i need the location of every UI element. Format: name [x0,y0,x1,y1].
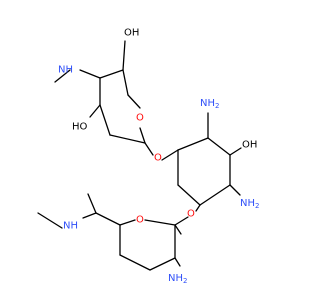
ring-oxygen-label: O [136,215,144,226]
amino-text: NH [240,198,255,209]
bond [54,69,71,83]
bond [177,184,201,206]
bond [144,219,176,226]
bonds [37,40,242,271]
bond [174,224,182,235]
methylamine-label: NH [58,65,73,76]
amino-label: NH2 [168,273,187,286]
bond [195,204,201,212]
amino-label: NH2 [200,98,219,111]
bond [174,216,189,226]
methylamine-label: NH [63,221,78,232]
hydroxyl-label: HO [72,122,88,133]
molecule-diagram: OH NH O HO NH2 O OH NH2 O O NH NH2 [37,28,259,286]
amino-label: NH2 [240,198,259,211]
bond [82,212,97,219]
bond [139,127,146,144]
bond [199,184,231,206]
ring-oxygen-label: O [136,113,144,124]
amino-text: NH [168,273,183,284]
bond [229,147,242,156]
structure-svg: OH NH O HO NH2 O OH NH2 O O NH NH2 [37,28,259,286]
bond [122,40,126,71]
hydroxyl-label: OH [124,28,139,39]
amino-subscript: 2 [255,202,259,210]
bond [119,254,151,271]
bond [144,142,154,156]
hydroxyl-label: OH [242,140,257,151]
amino-subscript: 2 [183,277,187,285]
bond [229,184,241,196]
glycosidic-oxygen-label: O [154,153,162,164]
bond [207,137,231,156]
amino-text: NH [200,98,215,109]
bond [119,219,136,226]
atom-labels: OH NH O HO NH2 O OH NH2 O O NH NH2 [58,28,259,286]
bond [87,193,97,214]
bond [177,137,209,151]
glycosidic-oxygen-label: O [187,209,195,220]
bond [79,69,101,79]
bond [149,257,176,271]
bond [89,104,101,118]
bond [109,134,146,144]
bond [122,69,129,96]
bond [99,104,111,136]
bond [37,212,63,229]
bond [99,69,124,79]
bond [95,212,121,226]
amino-subscript: 2 [215,102,219,110]
bond [161,149,179,161]
bond [174,257,181,267]
bond [127,94,141,109]
